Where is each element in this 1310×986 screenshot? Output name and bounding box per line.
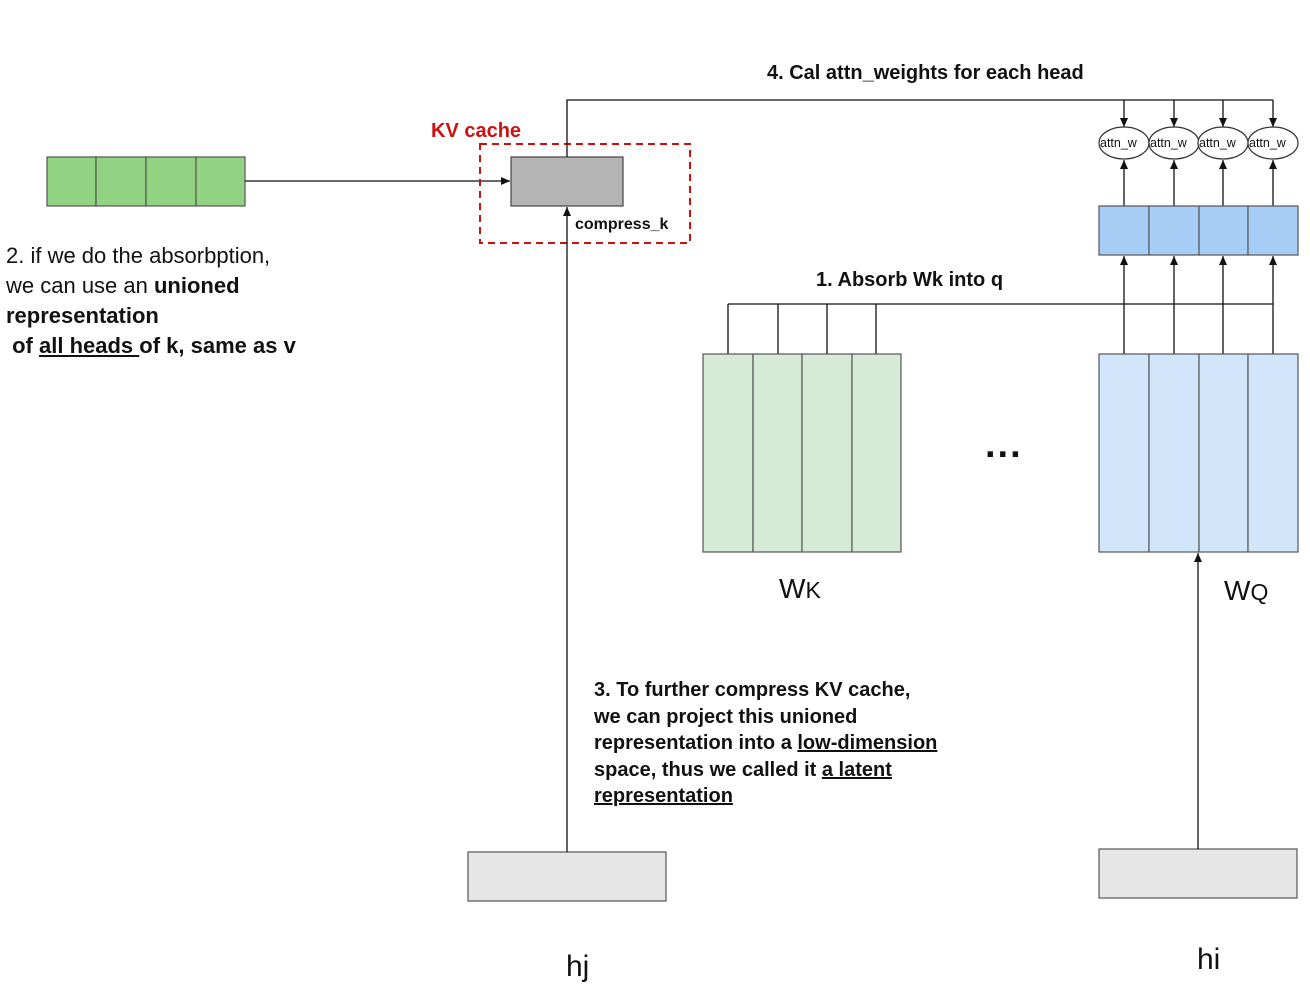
wk-label-main: W	[779, 573, 806, 604]
note2-line4-a: of	[6, 333, 39, 358]
attn-node-label-3: attn_w	[1199, 136, 1236, 150]
note3-line2: we can project this unioned	[594, 705, 858, 728]
compress-k-box	[510, 156, 624, 207]
wq-label: WQ	[1224, 575, 1268, 607]
note2-line4: of all heads of k, same as v	[6, 331, 296, 361]
wq-matrix	[1098, 353, 1299, 553]
note3-line4-b: a latent	[821, 758, 892, 781]
wk-label-sub: K	[805, 577, 821, 603]
note3-line1: 3. To further compress KV cache,	[594, 679, 911, 701]
ellipsis-label: ...	[985, 424, 1023, 466]
note3-line4-a: space, thus we called it	[594, 758, 822, 781]
step4-label: 4. Cal attn_weights for each head	[767, 62, 1084, 84]
note2-line4-c: of k, same as v	[139, 333, 296, 358]
note2-line2-a: we can use an	[6, 273, 154, 298]
hi-input-box	[1098, 848, 1298, 899]
hj-label: hj	[566, 950, 590, 983]
wq-label-sub: Q	[1250, 579, 1269, 605]
attn-weight-nodes	[1098, 126, 1299, 160]
wq-label-main: W	[1224, 575, 1251, 606]
note3-line4: space, thus we called it a latent	[594, 757, 937, 784]
hj-input-box	[467, 851, 667, 902]
note2-line3: representation	[6, 303, 159, 328]
wk-matrix	[702, 353, 902, 553]
note2-line2-b: unioned	[153, 273, 240, 298]
wk-label: WK	[779, 573, 821, 605]
note-latent: 3. To further compress KV cache, we can …	[594, 677, 937, 810]
step4-connector	[566, 99, 1277, 157]
arrows-q-to-attn	[1120, 160, 1277, 206]
attn-node-label-1: attn_w	[1100, 136, 1137, 150]
kv-cache-region	[479, 143, 691, 244]
kv-cache-label: KV cache	[431, 120, 522, 142]
note3-line3-b: low-dimension	[797, 732, 938, 754]
absorbed-q-block	[1098, 205, 1299, 256]
attn-node-label-4: attn_w	[1249, 136, 1286, 150]
note2-line4-b: all heads	[39, 333, 140, 358]
note2-line1: 2. if we do the absorbption,	[6, 243, 271, 268]
note3-line5: representation	[594, 785, 733, 807]
compress-k-label: compress_k	[575, 216, 669, 233]
arrows-wq-to-q	[1120, 256, 1277, 354]
attn-node-label-2: attn_w	[1150, 136, 1187, 150]
note2-line2: we can use an unioned	[6, 271, 296, 301]
absorb-wk-connector	[727, 303, 1273, 354]
step1-label: 1. Absorb Wk into q	[816, 269, 1004, 291]
note-absorption: 2. if we do the absorbption, we can use …	[6, 241, 296, 361]
note3-line3-a: representation into a	[594, 732, 798, 754]
hi-label: hi	[1197, 943, 1221, 976]
note3-line3: representation into a low-dimension	[594, 730, 937, 757]
unioned-k-block	[46, 156, 246, 207]
